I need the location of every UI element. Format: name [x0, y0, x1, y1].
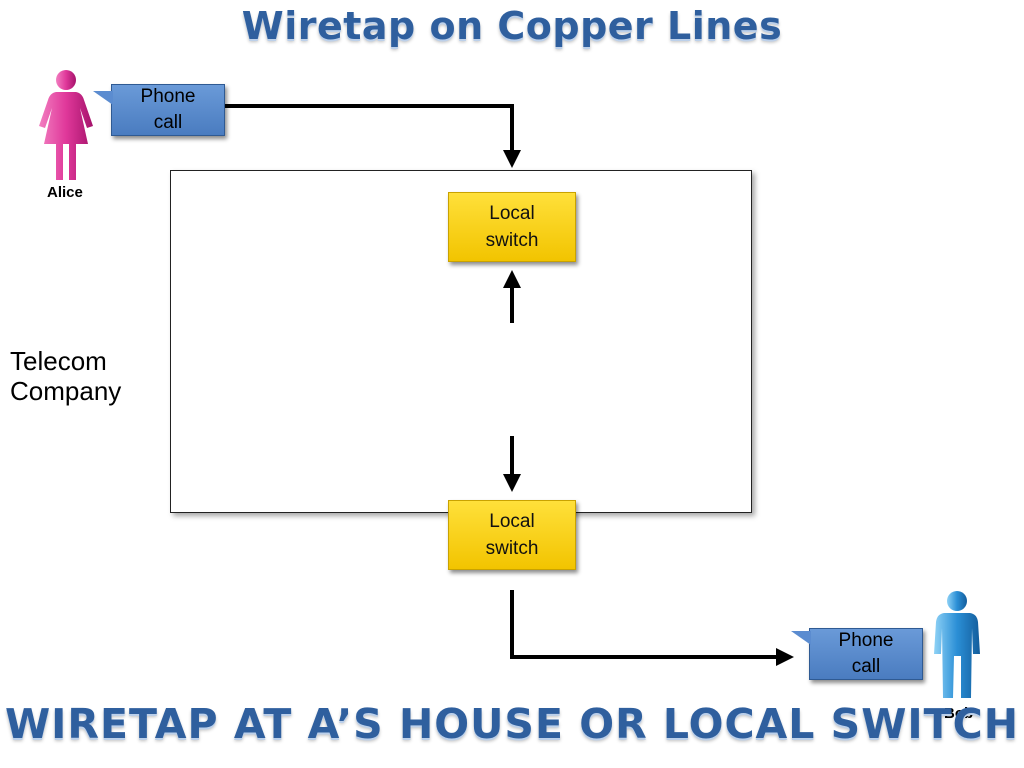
alice-phone-call-bubble: Phone call	[93, 84, 225, 136]
arrowhead-switch-to-bob	[776, 648, 794, 666]
local-switch-bottom-label: Local switch	[485, 511, 539, 559]
local-switch-top: Local switch	[448, 192, 576, 262]
arrowhead-alice-to-switch	[503, 150, 521, 168]
bob-phone-call-bubble: Phone call	[791, 628, 923, 680]
bob-name-label: Bob	[944, 705, 974, 722]
bob-phone-call-label: Phone call	[838, 630, 894, 677]
slide-subtitle: Wiretap at A’s house or local switch	[4, 700, 1020, 748]
telecom-company-label: Telecom Company	[10, 346, 122, 406]
alice-phone-call-label: Phone call	[140, 86, 196, 133]
local-switch-top-label: Local switch	[485, 203, 539, 251]
arrow-alice-to-switch	[224, 104, 514, 160]
bubble-tail-bob	[791, 631, 811, 645]
slide-title: Wiretap on Copper Lines	[241, 4, 783, 48]
bubble-tail-alice	[93, 91, 113, 105]
alice-name-label: Alice	[47, 184, 83, 201]
bob-figure-icon	[934, 591, 980, 698]
alice-figure-icon	[39, 70, 93, 180]
arrow-switch-to-bob	[510, 590, 780, 659]
local-switch-bottom: Local switch	[448, 500, 576, 570]
